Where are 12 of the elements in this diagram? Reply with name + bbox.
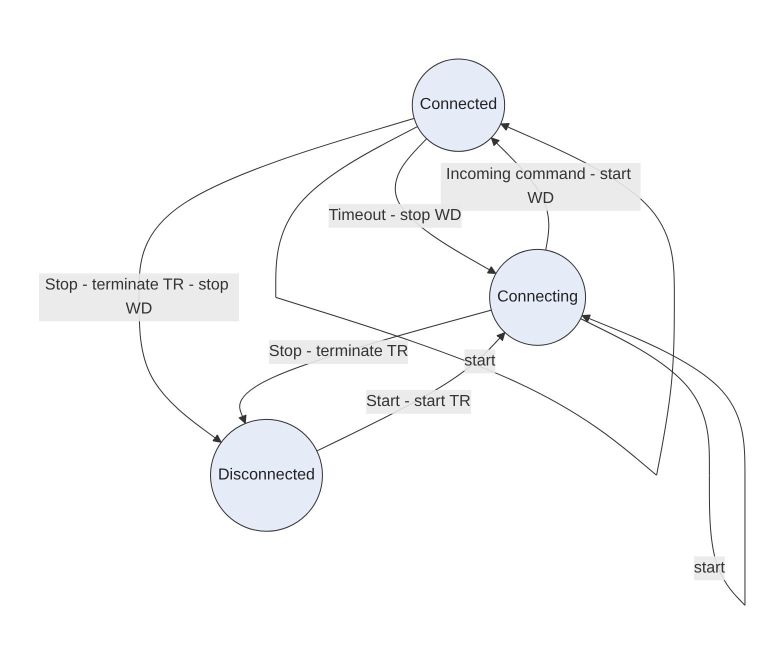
node-circle: Connecting (489, 248, 586, 346)
edge-label: Timeout - stop WD (328, 206, 462, 224)
edge-label: Incoming command - start WD (446, 166, 631, 207)
node-circle: Connected (412, 58, 506, 152)
edge-label: start (464, 352, 496, 370)
node-circle: Disconnected (210, 418, 323, 532)
arrow (238, 309, 492, 424)
edge-label: Stop - terminate TR (268, 342, 408, 360)
edge-label: start (694, 559, 725, 576)
edge-label: Start - start TR (366, 392, 471, 410)
edge-label: Stop - terminate TR - stop WD (44, 276, 229, 318)
arrow (138, 118, 415, 442)
